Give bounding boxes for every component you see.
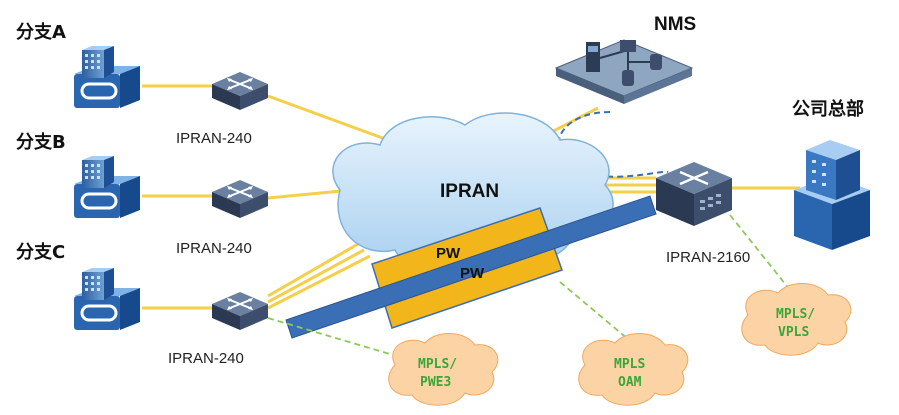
branch-a-building-icon <box>72 44 142 110</box>
ipran-label: IPRAN <box>440 181 499 202</box>
nms-server-icon <box>554 39 694 104</box>
pw-lower-label: PW <box>460 265 485 282</box>
branch-c-building-icon <box>72 266 142 332</box>
pwe3-cloud <box>388 333 499 406</box>
router-a-label: IPRAN-240 <box>176 130 252 147</box>
branch-b-building-icon <box>72 154 142 220</box>
oam-line1: MPLS <box>614 357 645 372</box>
router-c-icon <box>211 291 269 331</box>
vpls-cloud <box>741 283 852 356</box>
yellow-links <box>142 84 800 310</box>
pw-upper-label: PW <box>436 245 461 262</box>
hq-label: 公司总部 <box>792 98 864 120</box>
router-b-icon <box>211 179 269 219</box>
pwe3-line1: MPLS/ <box>418 357 457 372</box>
vpls-line1: MPLS/ <box>776 307 815 322</box>
hq-building-icon <box>794 140 870 250</box>
nms-label: NMS <box>654 14 696 35</box>
service-dashed-links <box>267 214 791 361</box>
branch-b-label: 分支B <box>16 131 66 153</box>
router-hq-label: IPRAN-2160 <box>666 249 750 266</box>
pw-tunnel-blue <box>285 195 657 339</box>
router-a-icon <box>211 71 269 111</box>
oam-cloud <box>578 333 689 406</box>
router-b-label: IPRAN-240 <box>176 240 252 257</box>
oam-line2: OAM <box>618 375 642 390</box>
branch-c-label: 分支C <box>16 241 65 263</box>
pwe3-line2: PWE3 <box>420 375 451 390</box>
router-hq-icon <box>656 162 732 226</box>
vpls-line2: VPLS <box>778 325 809 340</box>
router-c-label: IPRAN-240 <box>168 350 244 367</box>
branch-a-label: 分支A <box>16 21 66 43</box>
